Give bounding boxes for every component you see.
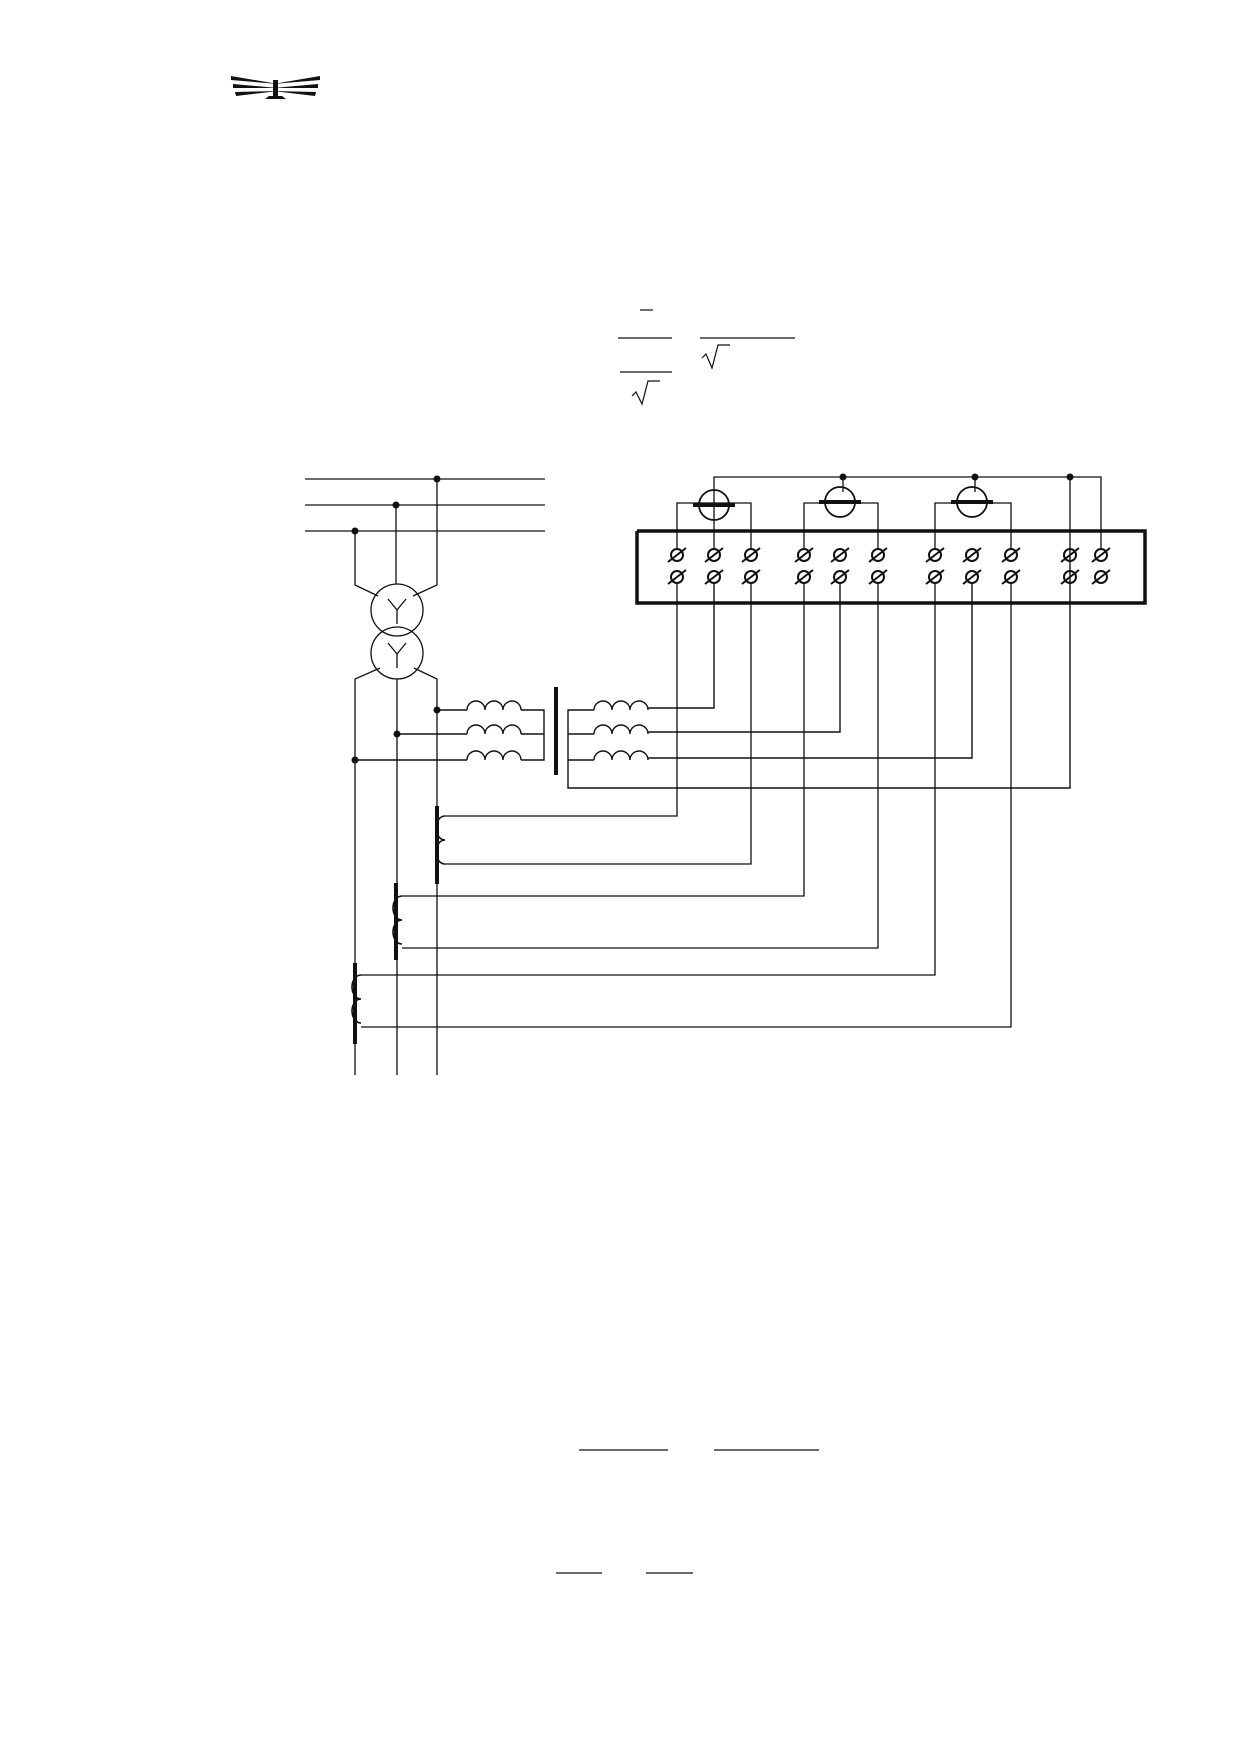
current-transformer-phase-a [435,583,752,884]
sqrt-icon [631,380,660,406]
busbars [305,478,545,532]
terminal-screw-icon [962,547,982,563]
terminal-screw-icon [1001,569,1021,585]
terminal-screw-icon [794,547,814,563]
terminal-screw-icon [704,569,724,585]
vt-coil-secondary-group [567,548,1071,789]
terminal-screw-icon [741,547,761,563]
terminal-screw-icon [925,569,945,585]
coil-icon [593,750,649,761]
sqrt-icon [701,344,730,370]
energy-meter-2 [803,486,879,550]
terminal-screws [667,547,1111,585]
terminal-screw-icon [794,569,814,585]
coil-icon [466,724,522,735]
terminal-screw-icon [868,569,888,585]
junction-dots [351,475,441,535]
current-transformers [351,583,1012,1044]
vt-primary-taps [354,479,438,597]
star-icon [387,642,407,656]
energy-meter-3 [934,486,1012,550]
terminal-screw-icon [667,569,687,585]
terminal-screw-icon [667,547,687,563]
terminal-screw-icon [925,547,945,563]
energy-meter-1 [676,489,752,550]
terminal-screw-icon [1091,569,1111,585]
junction-dots [351,706,441,764]
terminal-screw-icon [830,569,850,585]
terminal-screw-icon [741,569,761,585]
terminal-screw-icon [830,547,850,563]
transformer-core-icon [554,687,558,775]
star-icon [387,598,407,612]
terminal-screw-icon [1060,569,1080,585]
formula-block-bottom [556,1449,819,1574]
coil-icon [466,700,522,711]
coil-icon [466,750,522,761]
coil-icon [593,724,649,735]
terminal-screw-icon [868,547,888,563]
vt-primary-winding [370,583,424,637]
voltage-transformer [370,583,424,680]
terminal-screw-icon [1060,547,1080,563]
coil-icon [593,700,649,711]
current-transformer-phase-c [351,583,1012,1044]
terminal-screw-icon [704,547,724,563]
terminal-block [635,529,1147,605]
terminal-screw-icon [1001,547,1021,563]
terminal-screw-icon [962,569,982,585]
current-transformer-phase-b [392,583,879,960]
meter-top-bus [713,476,1102,550]
formula-block-top [618,309,795,406]
winged-emblem-icon [231,76,320,99]
vt-coil-primary-group [355,700,545,761]
junction-dots [839,473,1074,481]
vt-secondary-leads [354,667,438,1075]
terminal-screw-icon [1091,547,1111,563]
